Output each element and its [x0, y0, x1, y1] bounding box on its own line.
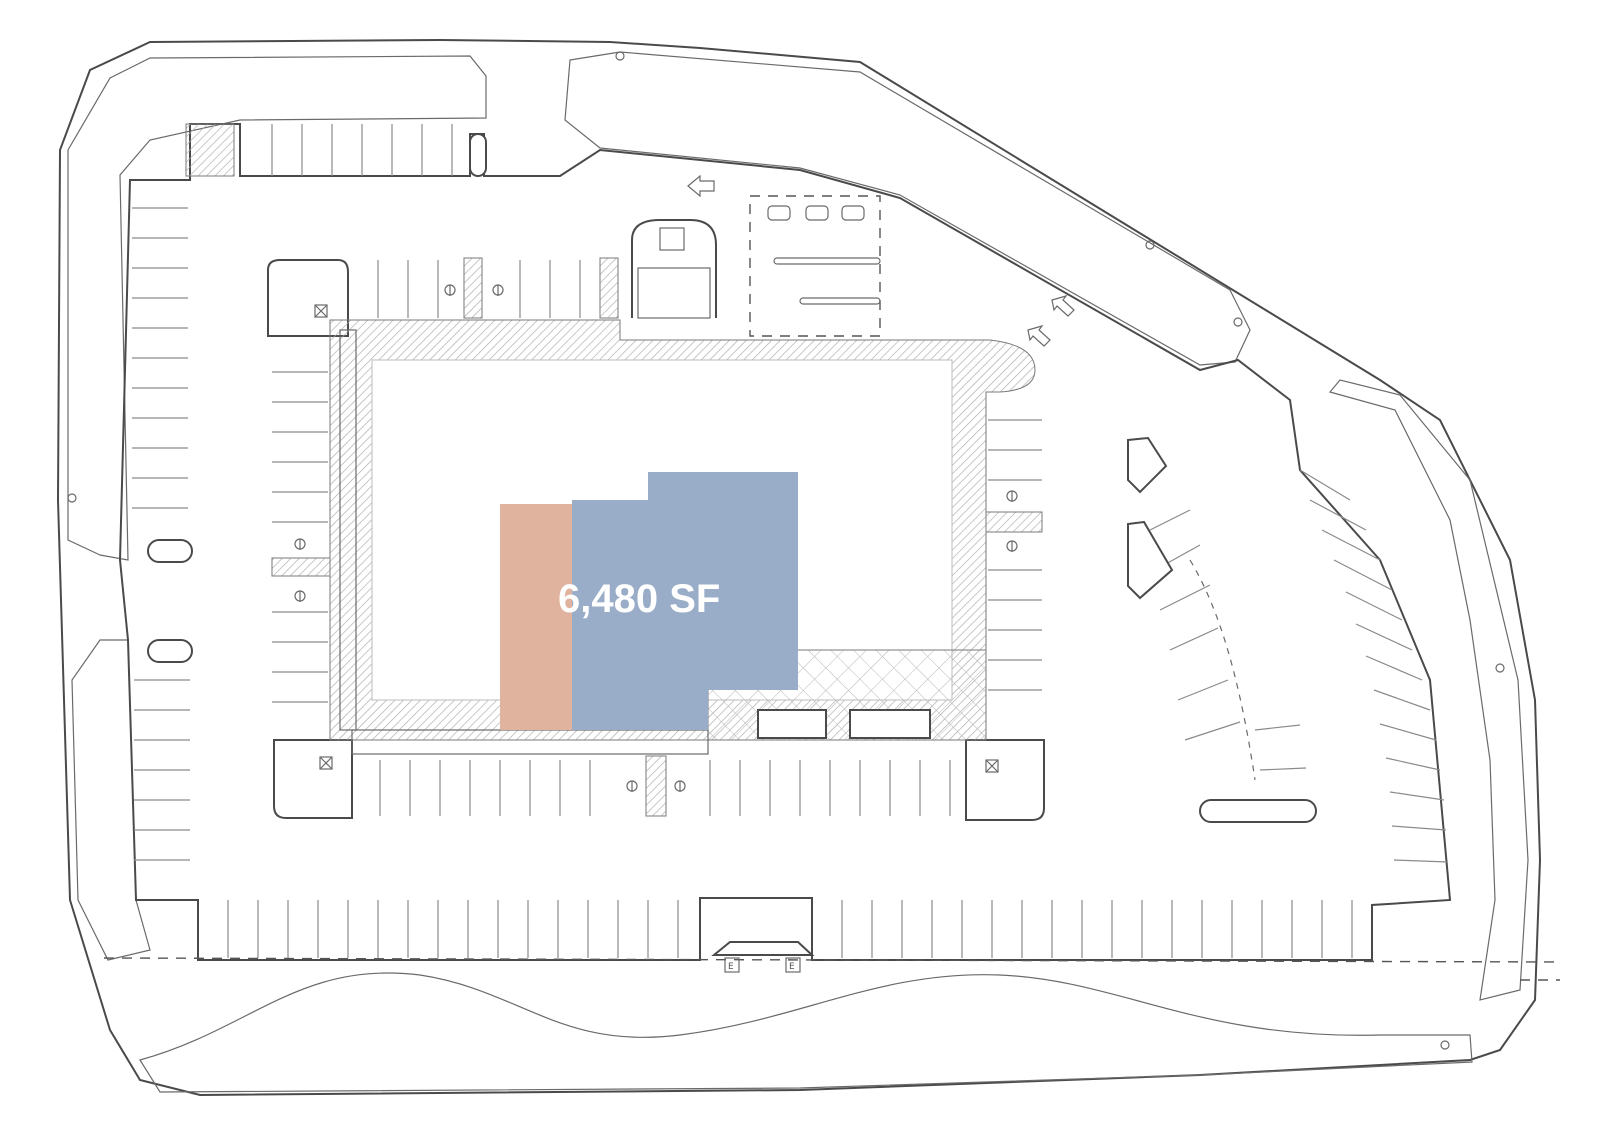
- handicap-parking-icon: [1006, 540, 1018, 552]
- crosswalk-west: [271, 557, 331, 577]
- parking-stalls-top: [271, 124, 581, 318]
- dumpster-unit-2: [805, 205, 829, 221]
- drive-thru-booth: [637, 267, 711, 319]
- dumpster-unit-3: [841, 205, 865, 221]
- landscape-strip-right: [1328, 379, 1529, 1001]
- electric-marker-label: E: [789, 962, 795, 972]
- direction-arrow-icon: [687, 174, 715, 198]
- handicap-parking-icon: [626, 780, 638, 792]
- direction-arrow-icon: [1051, 294, 1075, 317]
- light-pole-icon: [314, 304, 328, 318]
- island-south-center: [711, 941, 815, 956]
- handicap-parking-icon: [1006, 490, 1018, 502]
- light-pole-icon: [319, 756, 333, 770]
- storefront-wall: [339, 329, 357, 731]
- island-nw-corner: [267, 259, 349, 337]
- parking-stalls-south-perimeter: [227, 900, 1353, 958]
- light-pole-icon: [1440, 1040, 1450, 1050]
- highlighted-suite: [572, 472, 798, 730]
- electric-marker: [724, 957, 740, 973]
- light-pole-icon: [1233, 317, 1243, 327]
- bike-rack-2: [799, 297, 881, 305]
- bike-rack-1: [773, 257, 881, 265]
- electric-marker-label: E: [728, 962, 734, 972]
- island-west-2: [147, 639, 193, 663]
- landscape-strip-bottom: [139, 972, 1473, 1093]
- property-boundary: [56, 38, 1542, 1097]
- parking-stalls-building-south: [379, 760, 951, 816]
- island-triangle-2: [1127, 520, 1174, 600]
- island-triangle-1: [1127, 436, 1168, 494]
- drive-thru-canopy: [631, 219, 717, 318]
- light-pole-icon: [985, 759, 999, 773]
- planter-2: [849, 709, 931, 739]
- parking-stalls-left: [132, 207, 328, 861]
- suite-area-label: 6,480 SF: [558, 577, 720, 621]
- light-pole-icon: [1145, 240, 1155, 250]
- island-west-1: [147, 539, 193, 563]
- light-pole-icon: [67, 493, 77, 503]
- landscape-strip-top-right: [564, 51, 1251, 366]
- parking-stalls-east: [988, 419, 1449, 863]
- handicap-parking-icon: [674, 780, 686, 792]
- island-sw-corner: [273, 739, 353, 819]
- planter-1: [757, 709, 827, 739]
- adjacent-suite: [500, 504, 572, 730]
- crosswalk-east: [985, 511, 1043, 533]
- dumpster-area: [749, 195, 881, 337]
- drive-thru-kiosk: [659, 227, 685, 251]
- crosswalk-north-2: [599, 257, 619, 319]
- electric-marker: [785, 957, 801, 973]
- island-east-bar: [1199, 799, 1317, 823]
- light-pole-icon: [1495, 663, 1505, 673]
- transformer-pad: [185, 123, 235, 177]
- crosswalk-south: [645, 755, 667, 817]
- handicap-parking-icon: [294, 590, 306, 602]
- light-pole-icon: [615, 51, 625, 61]
- property-line: [103, 957, 1561, 963]
- landscape-strip-top-left: [67, 55, 487, 561]
- handicap-parking-icon: [294, 538, 306, 550]
- island-nw-top: [469, 133, 487, 177]
- island-se-corner: [965, 739, 1045, 821]
- handicap-parking-icon: [444, 284, 456, 296]
- dumpster-unit-1: [767, 205, 791, 221]
- crosswalk-north-1: [463, 257, 483, 319]
- handicap-parking-icon: [492, 284, 504, 296]
- direction-arrow-icon: [1027, 324, 1051, 347]
